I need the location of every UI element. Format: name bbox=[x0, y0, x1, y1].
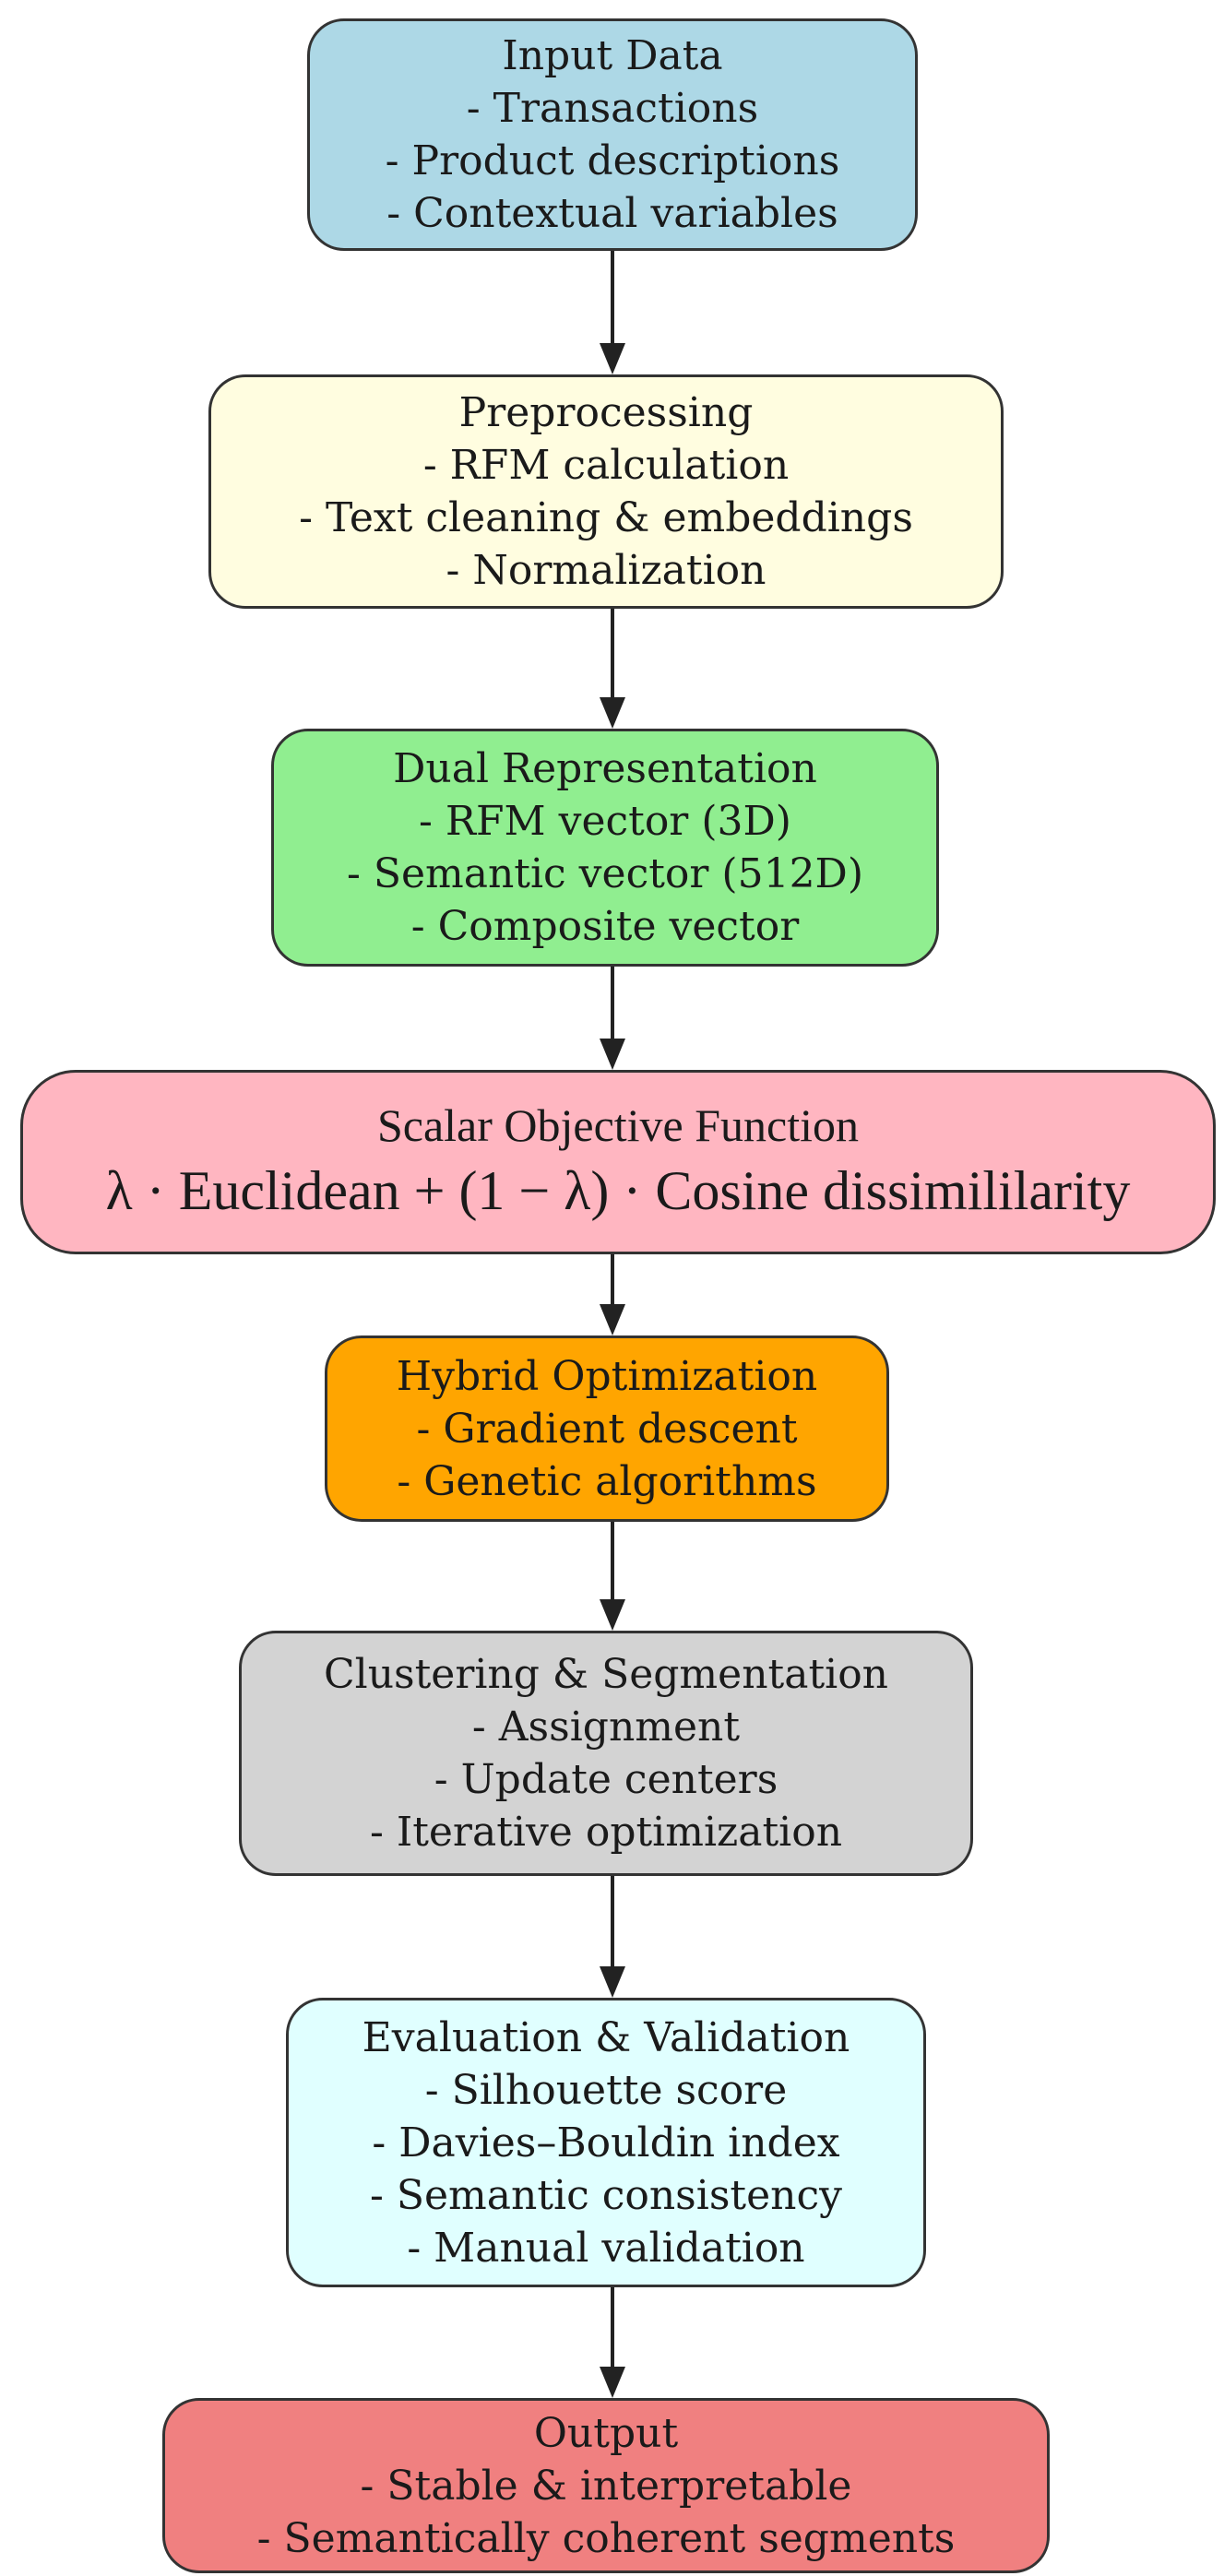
node-title: Input Data bbox=[502, 32, 723, 79]
node-preprocessing: Preprocessing - RFM calculation - Text c… bbox=[208, 374, 1004, 609]
node-line: - Semantic consistency bbox=[370, 2171, 842, 2219]
node-line: - Text cleaning & embeddings bbox=[299, 494, 913, 541]
node-title: Scalar Objective Function bbox=[376, 1099, 860, 1151]
node-line: - Semantically coherent segments bbox=[256, 2514, 956, 2562]
arrow-evaluation-to-output bbox=[600, 2287, 625, 2398]
node-line: - Assignment bbox=[471, 1703, 741, 1751]
node-line: - Composite vector bbox=[410, 903, 800, 950]
arrow-objective-to-hybrid bbox=[600, 1254, 625, 1335]
node-line: - Iterative optimization bbox=[369, 1809, 843, 1856]
node-title: Dual Representation bbox=[393, 745, 817, 792]
node-title: Hybrid Optimization bbox=[396, 1352, 818, 1400]
arrow-preprocessing-to-dual bbox=[600, 609, 625, 729]
node-hybrid-optimization: Hybrid Optimization - Gradient descent -… bbox=[325, 1335, 889, 1522]
arrow-hybrid-to-clustering bbox=[600, 1522, 625, 1631]
node-line: - Silhouette score bbox=[424, 2066, 788, 2114]
node-title: Evaluation & Validation bbox=[362, 2013, 850, 2061]
node-clustering-segmentation: Clustering & Segmentation - Assignment -… bbox=[239, 1631, 973, 1876]
node-line: - Genetic algorithms bbox=[397, 1457, 817, 1505]
node-line: - Semantic vector (512D) bbox=[346, 850, 864, 897]
node-line: - Contextual variables bbox=[386, 190, 838, 237]
arrow-input-to-preprocessing bbox=[600, 251, 625, 374]
node-line: - Gradient descent bbox=[416, 1405, 798, 1453]
arrow-dual-to-objective bbox=[600, 967, 625, 1070]
node-line: - Transactions bbox=[466, 85, 759, 132]
node-line: - Product descriptions bbox=[385, 137, 840, 184]
node-dual-representation: Dual Representation - RFM vector (3D) - … bbox=[271, 729, 939, 967]
arrow-clustering-to-evaluation bbox=[600, 1876, 625, 1998]
node-line: - Update centers bbox=[434, 1756, 778, 1803]
objective-formula: λ · Euclidean + (1 − λ) · Cosine dissimi… bbox=[105, 1160, 1131, 1221]
node-line: - Stable & interpretable bbox=[360, 2462, 852, 2510]
node-scalar-objective-function: Scalar Objective Function λ · Euclidean … bbox=[20, 1070, 1216, 1254]
node-output: Output - Stable & interpretable - Semant… bbox=[162, 2398, 1050, 2573]
node-input-data: Input Data - Transactions - Product desc… bbox=[307, 18, 918, 251]
node-title: Clustering & Segmentation bbox=[323, 1651, 889, 1698]
node-line: - Manual validation bbox=[407, 2224, 805, 2272]
node-evaluation-validation: Evaluation & Validation - Silhouette sco… bbox=[286, 1998, 926, 2287]
node-title: Preprocessing bbox=[458, 389, 754, 436]
node-line: - RFM vector (3D) bbox=[419, 798, 791, 845]
node-line: - Davies–Bouldin index bbox=[372, 2119, 840, 2166]
node-line: - Normalization bbox=[446, 547, 766, 594]
node-line: - RFM calculation bbox=[422, 442, 790, 489]
node-title: Output bbox=[533, 2409, 679, 2457]
